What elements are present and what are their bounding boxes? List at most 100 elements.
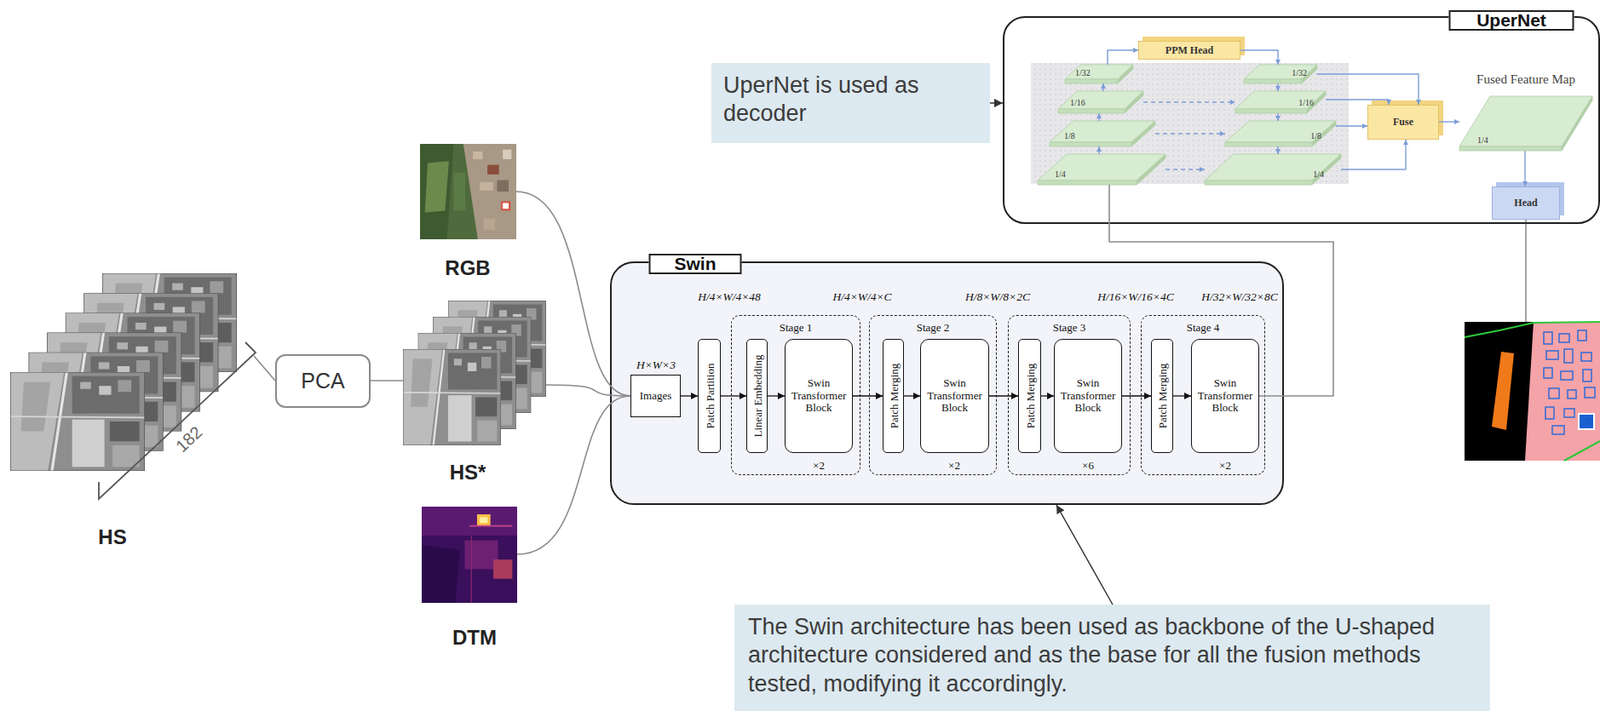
text-holder: Images <box>631 375 680 417</box>
text-holder: H/8×W/8×2C <box>965 288 1031 305</box>
stage-group: Stage 2×2Patch MergingSwin Transformer B… <box>869 315 997 476</box>
connector-arrow <box>989 395 1019 397</box>
slab-face <box>1225 142 1313 147</box>
image-thumbnail: RGB <box>420 143 517 240</box>
connector-arrow <box>720 395 747 397</box>
connector-arrow <box>903 395 921 397</box>
feature-map: 1/32 <box>1064 64 1134 84</box>
slab-face <box>1037 180 1137 185</box>
text-holder: ×6 <box>1082 457 1094 473</box>
text-holder: Patch Merging <box>1022 363 1038 430</box>
text-holder: RGB <box>444 256 490 281</box>
encoder-feature-region <box>1030 63 1349 185</box>
connector-arrow <box>1102 83 1104 92</box>
connector-arrow <box>1277 83 1278 92</box>
text-holder: 1/4 <box>1312 165 1324 181</box>
connector-arrow <box>1109 184 1334 397</box>
slab-face <box>1243 64 1318 80</box>
connector-arrow <box>370 379 403 382</box>
connector-arrow <box>989 102 1003 104</box>
slab-face <box>1225 120 1336 143</box>
label-text: Fuse <box>1392 115 1414 129</box>
layer-box: Linear Embedding <box>746 339 768 454</box>
text-holder: UperNet is used as decoder <box>723 71 979 129</box>
label-text: Linear Embedding <box>751 354 765 438</box>
text-holder: Patch Merging <box>886 363 902 430</box>
text-holder: 1/4 <box>1054 165 1066 181</box>
label-text: UperNet is used as decoder <box>723 71 979 129</box>
text-holder: Stage 1 <box>779 319 813 335</box>
hs-image-stack <box>10 273 237 472</box>
connector-arrow <box>546 385 631 397</box>
band-count: 182 <box>172 422 206 456</box>
slab-face <box>1124 91 1144 114</box>
connector-arrow <box>1524 150 1526 187</box>
text-holder: H/4×W/4×48 <box>697 288 761 305</box>
text-holder: PPM Head <box>1139 41 1240 59</box>
label-text: Swin Transformer Block <box>1195 377 1255 416</box>
slab-face <box>1049 142 1132 147</box>
label-text: UperNet <box>1476 10 1547 31</box>
mask-buildings <box>1543 330 1595 435</box>
text-holder: 1/32 <box>1075 63 1091 80</box>
label-text: Patch Merging <box>1156 363 1169 430</box>
connector-arrow <box>1107 50 1139 65</box>
connector-arrow <box>1122 395 1152 397</box>
slab-face <box>1204 154 1342 181</box>
mask-building <box>1578 414 1595 430</box>
text-holder: The Swin architecture has been used as b… <box>748 613 1477 699</box>
text-holder: ×2 <box>948 457 961 473</box>
feature-map: 1/32 <box>1243 64 1318 84</box>
note-box: UperNet is used as decoder <box>711 63 990 144</box>
transformer-block: Swin Transformer Block <box>1191 339 1260 454</box>
label-text: H×W×3 <box>636 358 676 372</box>
connector-arrow <box>1277 113 1278 121</box>
label-text: Stage 3 <box>1053 321 1087 334</box>
hs-pca-stack <box>402 300 547 446</box>
label-text: DTM <box>452 626 497 650</box>
text-holder: ×2 <box>812 457 825 473</box>
label-text: Images <box>639 390 673 403</box>
text-holder: Stage 3 <box>1053 319 1087 335</box>
image-stack: HS* <box>402 300 547 446</box>
mask-building-region <box>1525 322 1600 461</box>
text-holder: Swin Transformer Block <box>920 339 989 453</box>
label-text: Swin <box>673 253 716 275</box>
slab-face <box>1459 96 1593 147</box>
rgb-image <box>420 143 517 240</box>
label-text: ×6 <box>1082 459 1094 472</box>
connector-arrow <box>1438 120 1460 122</box>
label-text: ×2 <box>1219 459 1232 472</box>
text-holder: PCA <box>276 356 369 407</box>
pca-band <box>402 349 501 446</box>
connector-arrow <box>1143 101 1236 103</box>
label-text: 1/16 <box>1298 97 1314 108</box>
label-text: 1/8 <box>1310 131 1322 141</box>
connector-arrow <box>1056 505 1113 605</box>
transformer-block: Swin Transformer Block <box>1053 339 1123 454</box>
text-holder: Fused Feature Map <box>1476 71 1576 87</box>
mask-road <box>1564 441 1600 461</box>
mask-field <box>1491 351 1514 431</box>
feature-map: 1/16 <box>1235 91 1326 114</box>
segmentation-mask <box>1464 322 1600 461</box>
connector-arrow <box>1341 139 1406 170</box>
slab-face <box>1136 154 1166 185</box>
label-text: PPM Head <box>1165 44 1214 58</box>
input-box: H×W×3Images <box>630 374 681 418</box>
transformer-block: Swin Transformer Block <box>920 339 990 454</box>
connector-arrow <box>1335 125 1368 127</box>
slab-face <box>1131 120 1156 147</box>
connector-arrow <box>1173 395 1192 397</box>
connector-arrow <box>1155 132 1226 134</box>
label-text: Swin Transformer Block <box>1058 377 1118 416</box>
text-holder: Stage 4 <box>1186 319 1221 335</box>
transformer-block: Swin Transformer Block <box>784 339 853 454</box>
dimension-label: H/32×W/32×8C <box>1201 290 1278 304</box>
text-holder: UperNet <box>1449 10 1575 31</box>
text-holder: Swin Transformer Block <box>1191 339 1259 453</box>
connector-arrow <box>1277 146 1278 155</box>
text-holder: Swin <box>649 253 743 275</box>
text-holder: HS* <box>449 460 487 485</box>
stage-group: Stage 4 ×2 Patch Merging Swin Transformer B… <box>1140 315 1266 476</box>
